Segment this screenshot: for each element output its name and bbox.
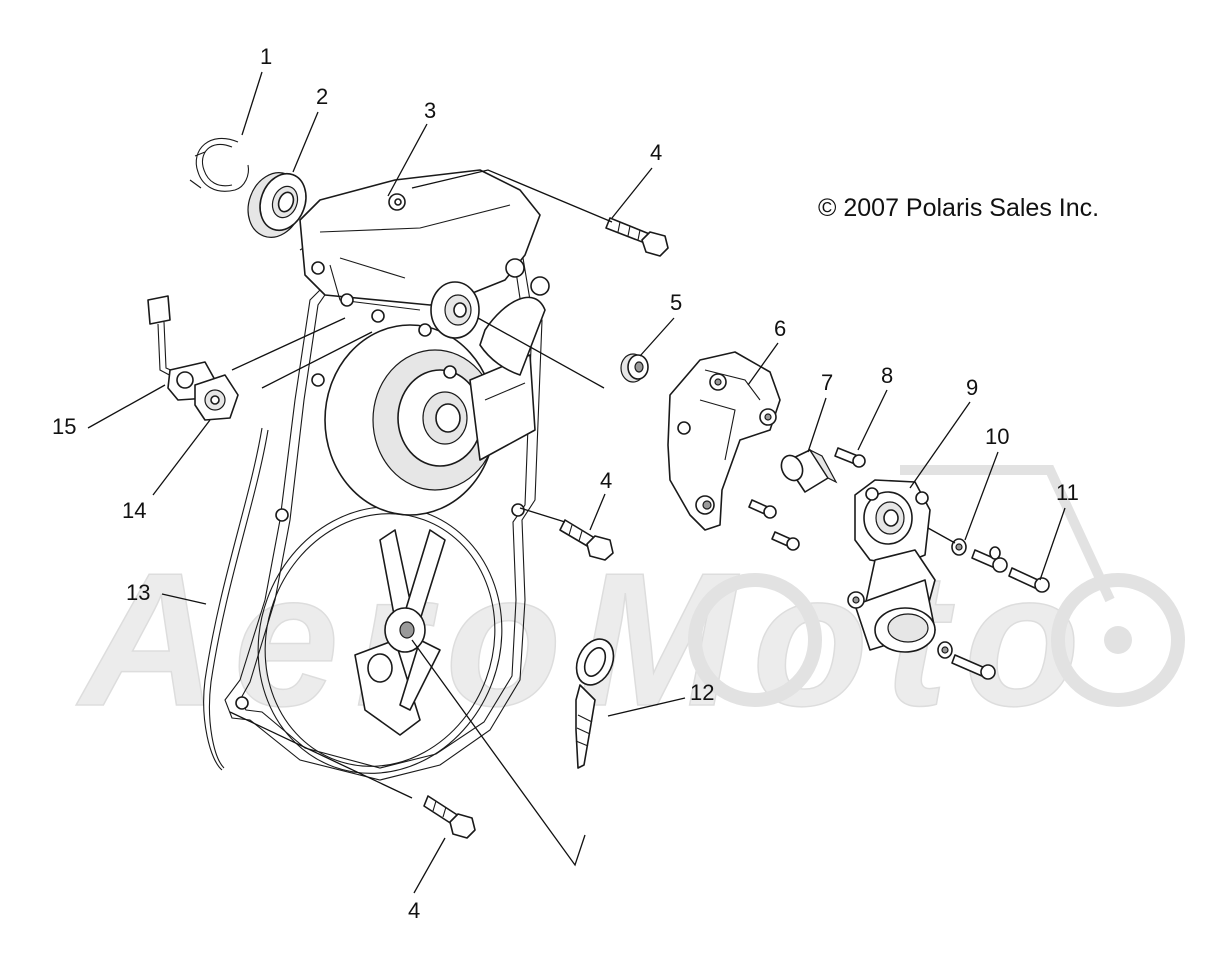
copyright-text: © 2007 Polaris Sales Inc. xyxy=(818,194,1099,222)
callout-10: 10 xyxy=(985,424,1009,449)
part-4-bolt-bottom xyxy=(423,795,476,839)
part-8-screw-mid xyxy=(748,499,777,519)
part-10-washer-top xyxy=(951,538,967,556)
part-10-washer-bottom xyxy=(937,641,953,659)
part-11-bolt-top xyxy=(971,546,1050,593)
part-8-screw-low xyxy=(771,531,800,551)
part-6-bracket xyxy=(667,351,781,531)
callout-4-middle: 4 xyxy=(600,468,612,493)
callout-11: 11 xyxy=(1056,480,1079,505)
part-8-screw-top xyxy=(834,447,866,468)
part-11-bolt-bottom xyxy=(951,654,996,680)
part-4-bolt-top xyxy=(605,217,669,257)
callout-9: 9 xyxy=(966,375,978,400)
callout-6: 6 xyxy=(774,316,786,341)
watermark-wheel-icon xyxy=(688,465,1185,707)
leader-lines xyxy=(87,71,1066,894)
callout-8: 8 xyxy=(881,363,893,388)
callout-15: 15 xyxy=(52,414,76,439)
part-12-dipstick xyxy=(575,638,615,769)
part-5-washer xyxy=(620,353,649,383)
callout-4-bottom: 4 xyxy=(408,898,420,923)
part-1-snap-ring xyxy=(189,137,249,192)
part-13-cable xyxy=(203,427,269,771)
callout-2: 2 xyxy=(316,84,328,109)
callout-4-top: 4 xyxy=(650,140,662,165)
part-7-coupler xyxy=(780,448,838,493)
part-4-bolt-middle xyxy=(559,519,614,561)
callout-14: 14 xyxy=(122,498,146,523)
callout-3: 3 xyxy=(424,98,436,123)
part-2-oil-seal xyxy=(247,172,307,238)
callout-12: 12 xyxy=(690,680,714,705)
callout-5: 5 xyxy=(670,290,682,315)
part-9-motor xyxy=(847,479,936,653)
clutch-spider xyxy=(354,529,446,736)
callout-labels: 1 2 3 4 5 6 7 8 9 10 11 4 12 13 14 15 4 xyxy=(52,44,1079,923)
part-14-sensor xyxy=(194,374,239,421)
callout-13: 13 xyxy=(126,580,150,605)
callout-7: 7 xyxy=(821,370,833,395)
part-3-cover-gasket xyxy=(224,169,550,781)
callout-1: 1 xyxy=(260,44,272,69)
